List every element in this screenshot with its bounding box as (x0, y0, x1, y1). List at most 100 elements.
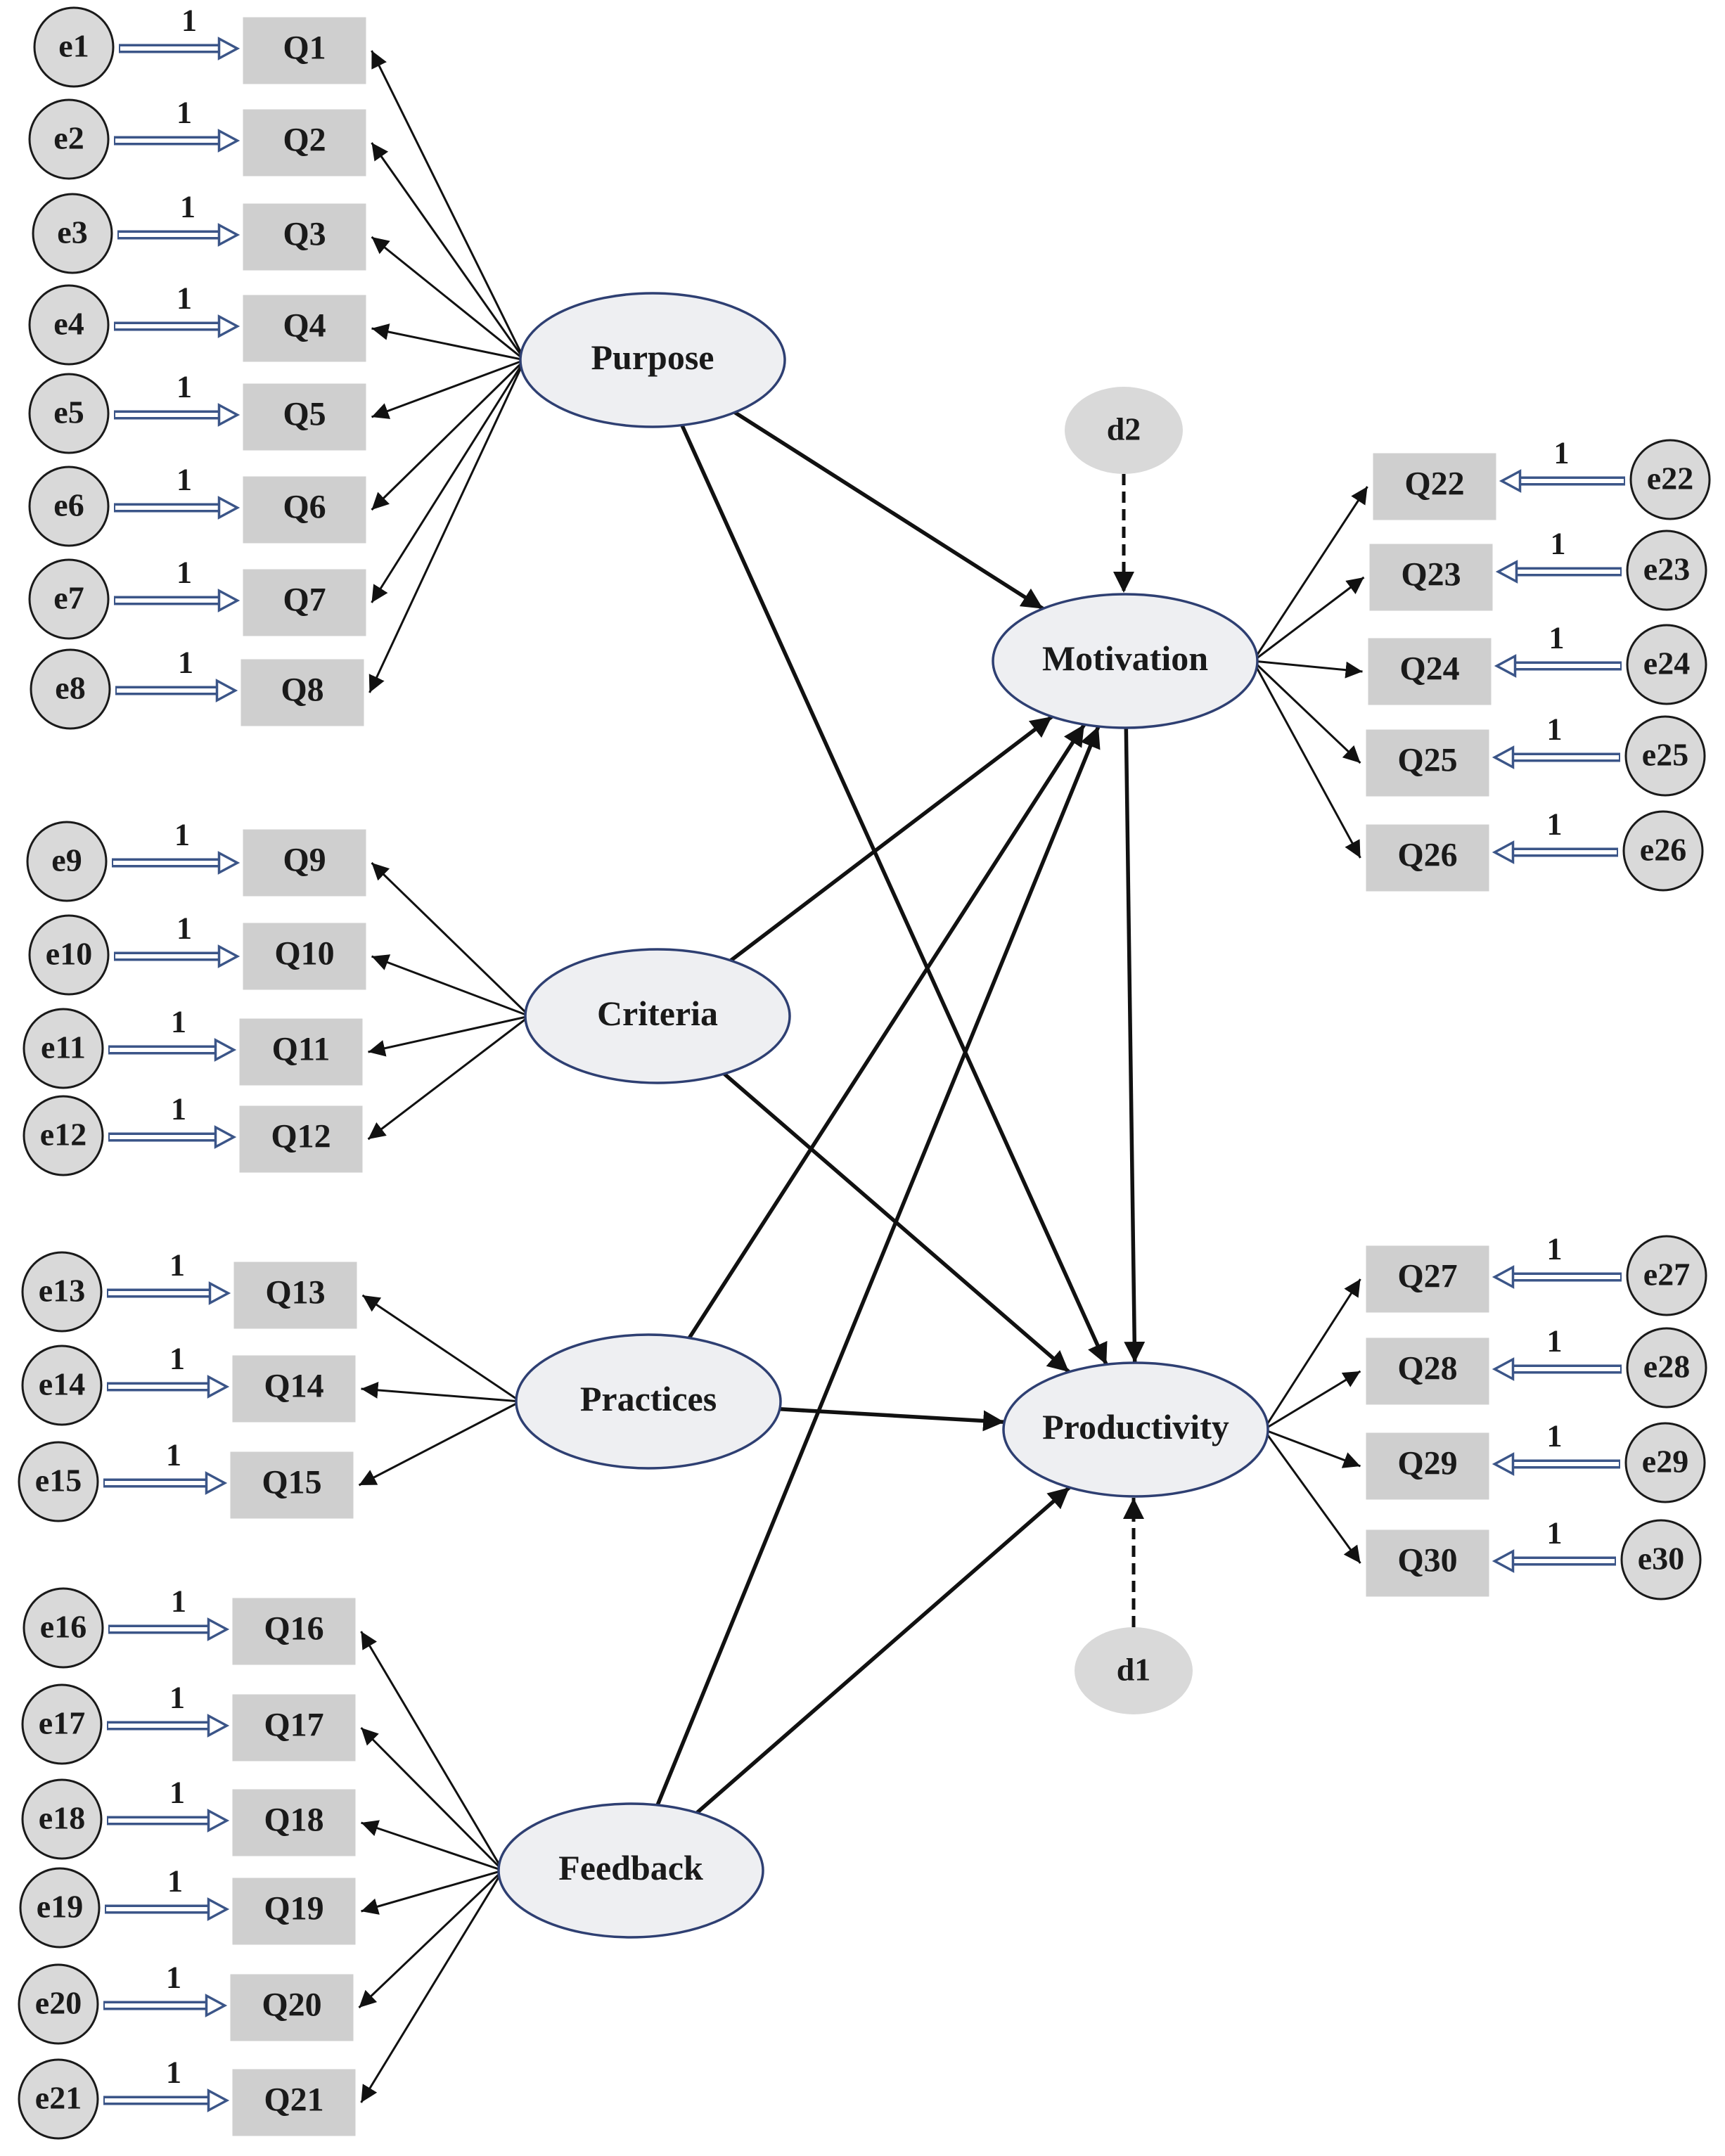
indicator-label: Q28 (1397, 1350, 1457, 1387)
fixed-loading-label: 1 (1551, 527, 1566, 561)
error-term-label: e10 (46, 936, 92, 972)
error-arrow: 1 (107, 1776, 230, 1833)
structural-path-feedback-to-productivity (695, 1486, 1071, 1814)
indicator-box (230, 1974, 354, 2041)
error-term-label: e29 (1642, 1444, 1688, 1480)
error-arrow: 1 (107, 1342, 230, 1399)
loading-arrow (1252, 660, 1361, 764)
error-term (28, 373, 110, 454)
error-term-label: e28 (1643, 1349, 1690, 1385)
indicator-label: Q13 (265, 1274, 325, 1311)
error-term-label: e11 (41, 1029, 86, 1065)
error-term (1622, 810, 1704, 892)
error-arrow: 1 (1492, 1516, 1616, 1573)
loading-arrow (1252, 660, 1363, 679)
error-term-label: e22 (1647, 461, 1693, 496)
indicator-box (1366, 1245, 1489, 1313)
loading-arrow (371, 323, 525, 361)
indicator-box (232, 1598, 356, 1665)
indicator-box (239, 1018, 363, 1086)
fixed-loading-label: 1 (177, 370, 192, 404)
latent-productivity-label: Productivity (1042, 1407, 1229, 1446)
error-term-label: e18 (39, 1800, 85, 1836)
structural-path-criteria-to-motivation (729, 714, 1053, 963)
fixed-loading-label: 1 (171, 1584, 186, 1619)
error-term-label: e20 (35, 1985, 82, 2021)
error-arrow: 1 (108, 1005, 237, 1062)
indicator-label: Q10 (274, 935, 334, 973)
indicator-label: Q26 (1397, 837, 1457, 874)
loading-arrow (361, 1869, 504, 1915)
latent-motivation (992, 593, 1259, 729)
fixed-loading-label: 1 (1547, 1232, 1563, 1266)
error-arrow: 1 (107, 1681, 230, 1738)
fixed-loading-label: 1 (167, 1864, 183, 1899)
fixed-loading-label: 1 (1547, 712, 1563, 747)
indicator-label: Q29 (1397, 1445, 1457, 1482)
indicator-label: Q21 (264, 2081, 323, 2119)
fixed-loading-label: 1 (181, 4, 197, 38)
fixed-loading-label: 1 (169, 1342, 185, 1376)
indicator-label: Q22 (1404, 466, 1464, 503)
error-term (23, 1008, 104, 1089)
error-term-label: e7 (53, 580, 84, 616)
error-term-label: e4 (53, 306, 84, 342)
error-arrow: 1 (1492, 807, 1618, 864)
disturbance-d1 (1075, 1627, 1193, 1714)
error-term (1626, 1327, 1707, 1409)
error-arrow: 1 (114, 96, 241, 153)
error-arrow: 1 (117, 190, 241, 247)
error-arrow: 1 (103, 1961, 228, 2017)
error-term-label: e27 (1643, 1257, 1690, 1292)
error-term-label: e25 (1642, 737, 1688, 773)
latent-motivation-label: Motivation (1042, 639, 1208, 678)
error-term-label: e16 (40, 1609, 86, 1645)
latent-criteria-label: Criteria (597, 994, 718, 1033)
indicator-box (241, 659, 364, 726)
disturbance-label: d1 (1117, 1652, 1151, 1688)
indicator-label: Q12 (271, 1118, 331, 1155)
error-term-label: e30 (1638, 1541, 1684, 1577)
structural-path-purpose-to-productivity (680, 424, 1108, 1366)
error-term (28, 466, 110, 547)
error-term (1626, 1235, 1707, 1316)
loading-arrow (1263, 1428, 1361, 1468)
loading-arrow (367, 1015, 530, 1141)
indicator-box (243, 109, 366, 177)
error-term (21, 1251, 103, 1333)
error-arrow: 1 (114, 463, 241, 520)
loading-arrow (371, 954, 530, 1018)
error-term (21, 1778, 103, 1860)
indicator-box (233, 1262, 357, 1329)
indicator-label: Q7 (283, 582, 326, 619)
error-term (1620, 1519, 1702, 1600)
fixed-loading-label: 1 (166, 1961, 181, 1995)
loading-arrow (361, 1820, 504, 1872)
error-arrow: 1 (1495, 527, 1622, 584)
indicator-label: Q19 (264, 1890, 323, 1927)
indicator-box (230, 1451, 354, 1519)
error-term (18, 1441, 99, 1522)
error-arrow: 1 (1492, 1419, 1620, 1476)
indicator-box (239, 1105, 363, 1173)
indicator-box (243, 476, 366, 544)
error-term-label: e17 (39, 1705, 85, 1741)
error-arrow: 1 (114, 556, 241, 612)
loading-arrow (1252, 486, 1368, 662)
error-arrow: 1 (119, 4, 241, 60)
indicator-label: Q8 (281, 672, 323, 709)
fixed-loading-label: 1 (177, 281, 192, 316)
fixed-loading-label: 1 (1547, 807, 1563, 842)
error-term (30, 648, 111, 730)
error-term (21, 1683, 103, 1765)
error-term (18, 2058, 99, 2140)
loading-arrow (371, 359, 526, 511)
indicator-label: Q20 (262, 1987, 321, 2024)
indicator-box (232, 1878, 356, 1945)
latent-purpose (519, 292, 786, 428)
latent-criteria (524, 948, 791, 1084)
latent-feedback-label: Feedback (558, 1848, 703, 1887)
indicator-label: Q24 (1399, 650, 1459, 688)
disturbance-label: d2 (1107, 411, 1141, 447)
indicator-label: Q17 (264, 1707, 323, 1744)
